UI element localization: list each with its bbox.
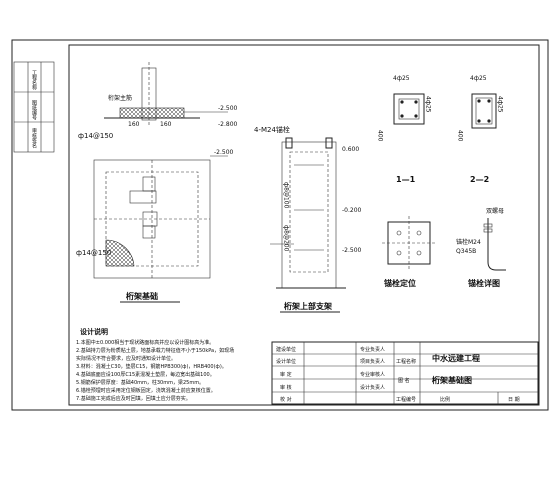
note-line-4: 3.材料：混凝土C30，垫层C15，钢筋HPB300(ф)，HRB400(ф)。 [76, 363, 227, 370]
elevation-title: 桁架上部支架 [284, 301, 332, 311]
anchor-place-title: 锚栓定位 [384, 278, 416, 288]
elev-top: -2.500 [218, 105, 238, 112]
notes-heading: 设计说明 [80, 327, 108, 336]
tb-col-2: 项目负责人 [360, 358, 385, 365]
anchor-side-label: 双螺母 [486, 207, 504, 215]
section-2-2: 4ф25 4ф25 400 2—2 [457, 75, 504, 184]
note-line-8: 7.基础施工完成后应及时回填，回填土应分层夯实。 [76, 395, 191, 402]
bolt-label: 4-M24锚栓 [254, 125, 290, 134]
anchor-detail-title: 锚栓详图 [468, 278, 500, 288]
anchor-detail: 双螺母 锚栓M24 Q345B 锚栓详图 [456, 207, 506, 288]
s1-side: 4ф25 [425, 96, 432, 113]
s2-rebar: 4ф25 [470, 75, 487, 82]
rebar-upper: ф14@150 [78, 132, 113, 140]
note-line-2: 2.基础持力层为粉质粘土层，地基承载力特征值不小于150kPa，如现场 [76, 347, 234, 354]
tb-date: 日 期 [508, 397, 520, 403]
tb-field-1: 工程名称 [396, 358, 416, 365]
left-strip-2: 图纸编号 [31, 100, 37, 121]
anchor-bolt-1: 锚栓M24 [456, 238, 481, 246]
s1-rebar: 4ф25 [393, 75, 410, 82]
rebar-lower: ф14@150 [76, 249, 111, 257]
anchor-bolt-2: Q345B [456, 248, 476, 255]
s2-side: 4ф25 [497, 96, 504, 113]
elev-3: -2.500 [342, 247, 362, 254]
tb-label-2: 审 核 [280, 384, 292, 391]
left-strip-1: 工程名称 [31, 70, 37, 91]
s2-title: 2—2 [470, 175, 489, 184]
left-strip: 工程名称 图纸编号 审核签名 [13, 61, 55, 153]
truss-elevation: 4-M24锚栓 0.600 -0.200 -2.500 ф8@100 ф8@20… [254, 125, 362, 289]
tb-label-1: 审 定 [280, 371, 292, 378]
elev-right: -2.500 [214, 149, 234, 156]
tb-scale: 比例 [440, 396, 450, 403]
anchor-placement: 锚栓定位 [382, 216, 436, 288]
plan-title: 桁架基础 [126, 291, 158, 301]
elev-2: -0.200 [342, 207, 362, 214]
note-line-5: 4.基础底面应设100厚C15素混凝土垫层，每边宽出基础100。 [76, 371, 215, 378]
outer-frame [11, 39, 549, 411]
s1-dim: 400 [377, 130, 384, 142]
tb-col-3: 专业审核人 [360, 371, 385, 378]
tb-col-1: 专业负责人 [360, 346, 385, 353]
tb-drawing-name: 桁架基础图 [432, 375, 472, 385]
section-left-label: 桁架主筋 [108, 94, 132, 102]
s1-title: 1—1 [396, 175, 416, 184]
rebar-2: ф8@200 [283, 225, 290, 252]
tb-r1-label: 建设单位 [276, 346, 296, 353]
title-block: 建设单位 设计单位 审 定 审 核 校 对 专业负责人 项目负责人 专业审核人 … [271, 341, 539, 405]
dim-right: 160 [160, 121, 172, 128]
s2-dim: 400 [457, 130, 464, 142]
inner-frame [68, 44, 540, 406]
note-line-3: 实际情况不符合要求，应及时通知设计单位。 [76, 355, 176, 362]
foundation-plan: -2.500 [93, 149, 234, 279]
tb-field-2: 图 名 [398, 377, 410, 384]
elev-1: 0.600 [342, 146, 359, 153]
section-1-1: 4ф25 4ф25 400 1—1 [377, 75, 432, 184]
left-strip-3: 审核签名 [31, 127, 37, 149]
note-line-7: 6.锚栓预埋时应采用定位钢板固定，浇筑混凝土前应复核位置。 [76, 387, 216, 394]
elev-top2: -2.800 [218, 121, 238, 128]
tb-col-4: 设计负责人 [360, 384, 385, 391]
tb-label-3: 校 对 [280, 396, 292, 403]
note-line-1: 1.本图中±0.000相当于现状路面标高并应以设计图标高为准。 [76, 339, 214, 346]
foundation-section: 桁架主筋 160 160 -2.500 -2.800 [104, 62, 238, 128]
note-line-6: 5.钢筋保护层厚度：基础40mm，柱30mm，梁25mm。 [76, 379, 204, 386]
tb-r2-label: 设计单位 [276, 358, 296, 365]
tb-company: 中水远建工程 [432, 353, 480, 363]
dim-left: 160 [128, 121, 140, 128]
design-notes: 设计说明 1.本图中±0.000相当于现状路面标高并应以设计图标高为准。 2.基… [76, 327, 234, 402]
rebar-1: ф8@100 [283, 182, 290, 209]
tb-field-3: 工程编号 [396, 396, 416, 403]
